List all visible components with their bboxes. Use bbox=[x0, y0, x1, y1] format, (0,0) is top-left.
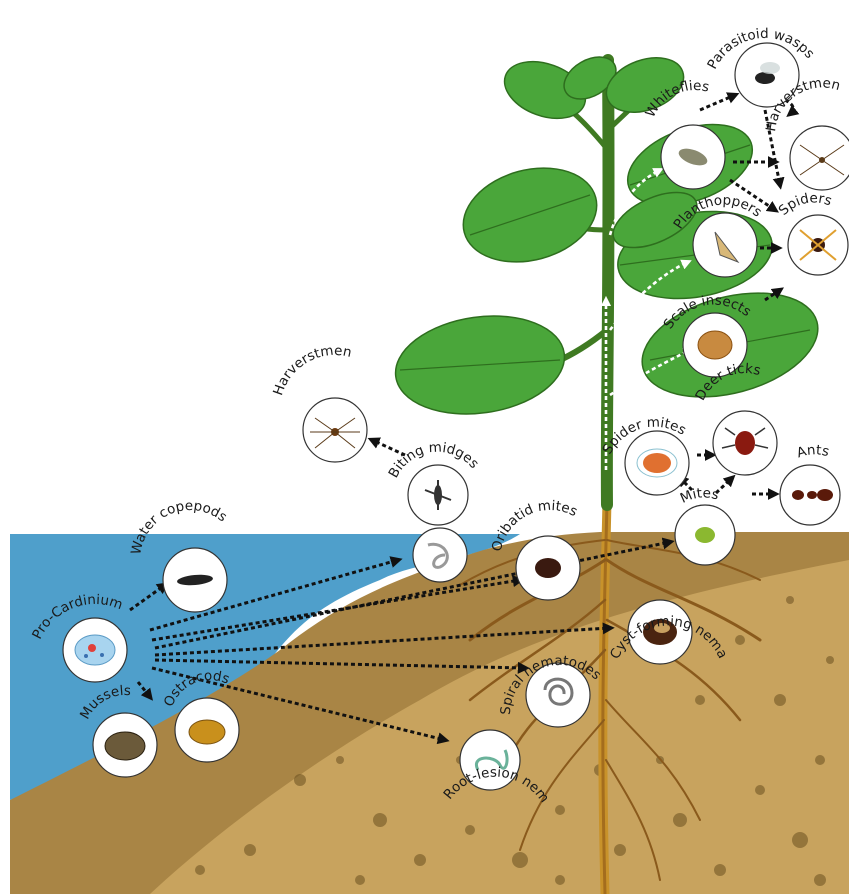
node-spider-mites bbox=[625, 431, 689, 495]
node-deer-ticks bbox=[713, 411, 777, 475]
node-pro-cardinium bbox=[63, 618, 127, 682]
node-ostracods bbox=[175, 698, 239, 762]
node-nematode-worm bbox=[413, 528, 467, 582]
node-planthoppers bbox=[693, 213, 757, 277]
node-mussels bbox=[93, 713, 157, 777]
node-harvestmen-right bbox=[790, 126, 849, 190]
node-oribatid-mites bbox=[516, 536, 580, 600]
node-biting-midges bbox=[408, 465, 468, 525]
node-whiteflies bbox=[661, 125, 725, 189]
node-spiders bbox=[788, 215, 848, 275]
node-harvestmen-left bbox=[303, 398, 367, 462]
node-ants bbox=[780, 465, 840, 525]
node-mites bbox=[675, 505, 735, 565]
node-water-copepods bbox=[163, 548, 227, 612]
